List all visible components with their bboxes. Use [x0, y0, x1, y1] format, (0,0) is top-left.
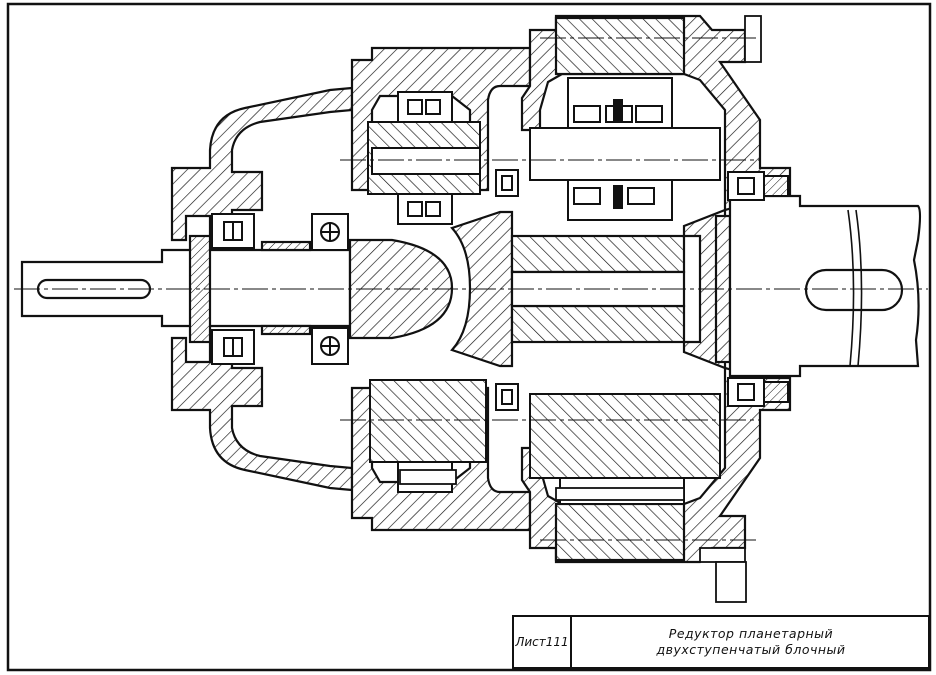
sheet-number: Лист111: [514, 617, 572, 667]
ring-gears: [554, 16, 686, 562]
output-shaft: [728, 194, 922, 378]
planet-stage2-upper: [529, 77, 721, 221]
output-bearings: [727, 171, 789, 407]
title-block: Лист111 Редуктор планетарный двухступенч…: [512, 615, 930, 669]
flange-bolts: [399, 15, 762, 603]
sun-gear-stage2: [510, 234, 686, 344]
sheet-frame: [6, 2, 932, 672]
small-bearings: [495, 169, 519, 411]
drawing-title-line1: Редуктор планетарный: [668, 626, 834, 641]
drawing-title-line2: двухступенчатый блочный: [656, 642, 846, 657]
input-bearings: [211, 213, 349, 365]
ring-gear-top: [554, 16, 686, 76]
planet-stage1: [367, 91, 487, 493]
drawing-title: Редуктор планетарный двухступенчатый бло…: [574, 617, 928, 667]
centerlines: [14, 37, 928, 541]
ring-gear-bottom: [554, 502, 686, 562]
